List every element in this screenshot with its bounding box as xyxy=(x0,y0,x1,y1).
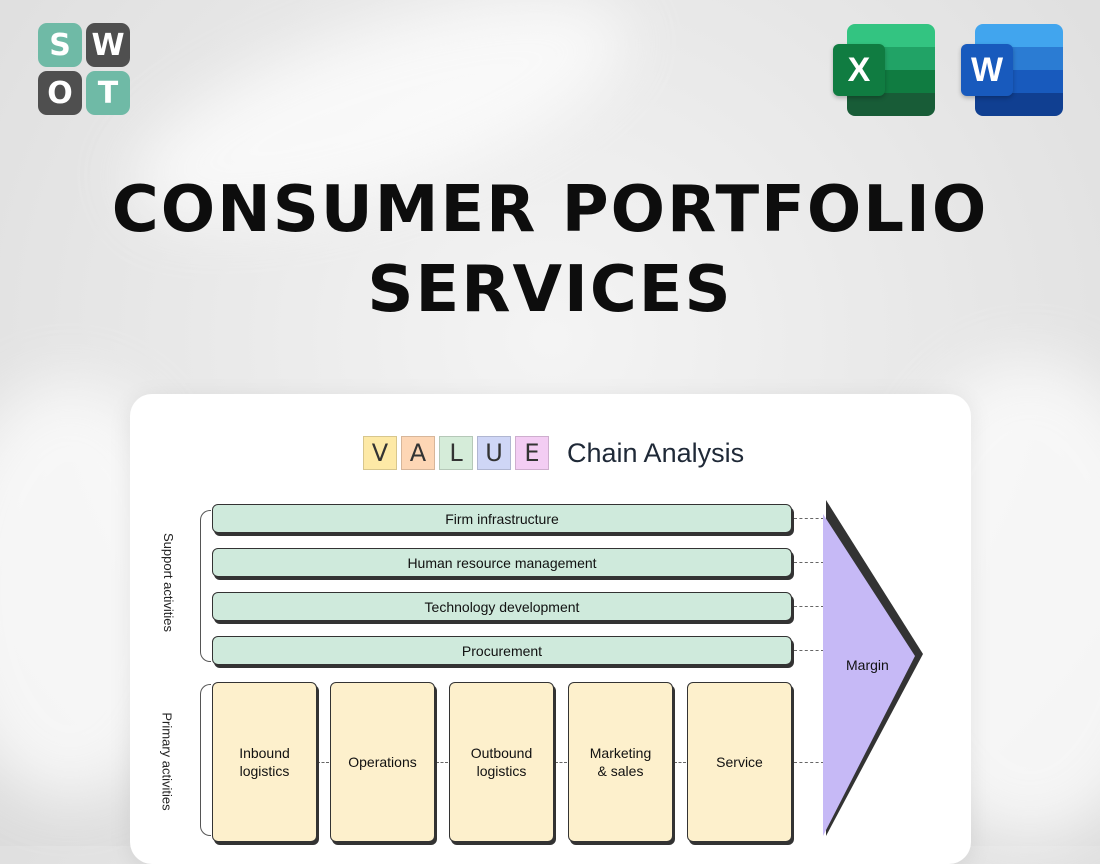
value-letter-v: V xyxy=(363,436,397,470)
primary-operations: Operations xyxy=(330,682,435,842)
value-letter-l: L xyxy=(439,436,473,470)
swot-logo: S W O T xyxy=(38,23,130,115)
connector xyxy=(794,606,824,607)
value-letter-u: U xyxy=(477,436,511,470)
primary-brace xyxy=(200,684,211,836)
margin-arrow xyxy=(823,500,923,836)
margin-label: Margin xyxy=(846,657,889,673)
margin-arrow-fill xyxy=(823,514,915,836)
logo-letter-o: O xyxy=(38,71,82,115)
connector xyxy=(794,518,824,519)
connector xyxy=(555,762,567,763)
logo-letter-w: W xyxy=(86,23,130,67)
connector xyxy=(794,650,824,651)
title-line-2: SERVICES xyxy=(367,253,733,327)
connector xyxy=(674,762,686,763)
value-chain-heading: V A L U E Chain Analysis xyxy=(363,436,744,470)
excel-icon: X xyxy=(833,24,935,116)
support-technology-development: Technology development xyxy=(212,592,792,621)
value-letter-a: A xyxy=(401,436,435,470)
primary-marketing-sales: Marketing& sales xyxy=(568,682,673,842)
connector xyxy=(436,762,448,763)
primary-activities-label: Primary activities xyxy=(159,712,175,811)
word-icon: W xyxy=(961,24,1063,116)
connector xyxy=(794,762,824,763)
logo-letter-s: S xyxy=(38,23,82,67)
page-title: CONSUMER PORTFOLIO SERVICES xyxy=(0,170,1100,330)
value-chain-card: V A L U E Chain Analysis Support activit… xyxy=(130,394,971,864)
chain-analysis-title: Chain Analysis xyxy=(567,437,745,468)
word-badge: W xyxy=(961,44,1013,96)
connector xyxy=(317,762,329,763)
excel-badge: X xyxy=(833,44,885,96)
value-letter-e: E xyxy=(515,436,549,470)
logo-letter-t: T xyxy=(86,71,130,115)
title-line-1: CONSUMER PORTFOLIO xyxy=(111,173,989,247)
primary-service: Service xyxy=(687,682,792,842)
support-firm-infrastructure: Firm infrastructure xyxy=(212,504,792,533)
support-brace xyxy=(200,510,211,662)
support-human-resource-management: Human resource management xyxy=(212,548,792,577)
support-activities-label: Support activities xyxy=(161,533,176,632)
support-procurement: Procurement xyxy=(212,636,792,665)
connector xyxy=(794,562,824,563)
